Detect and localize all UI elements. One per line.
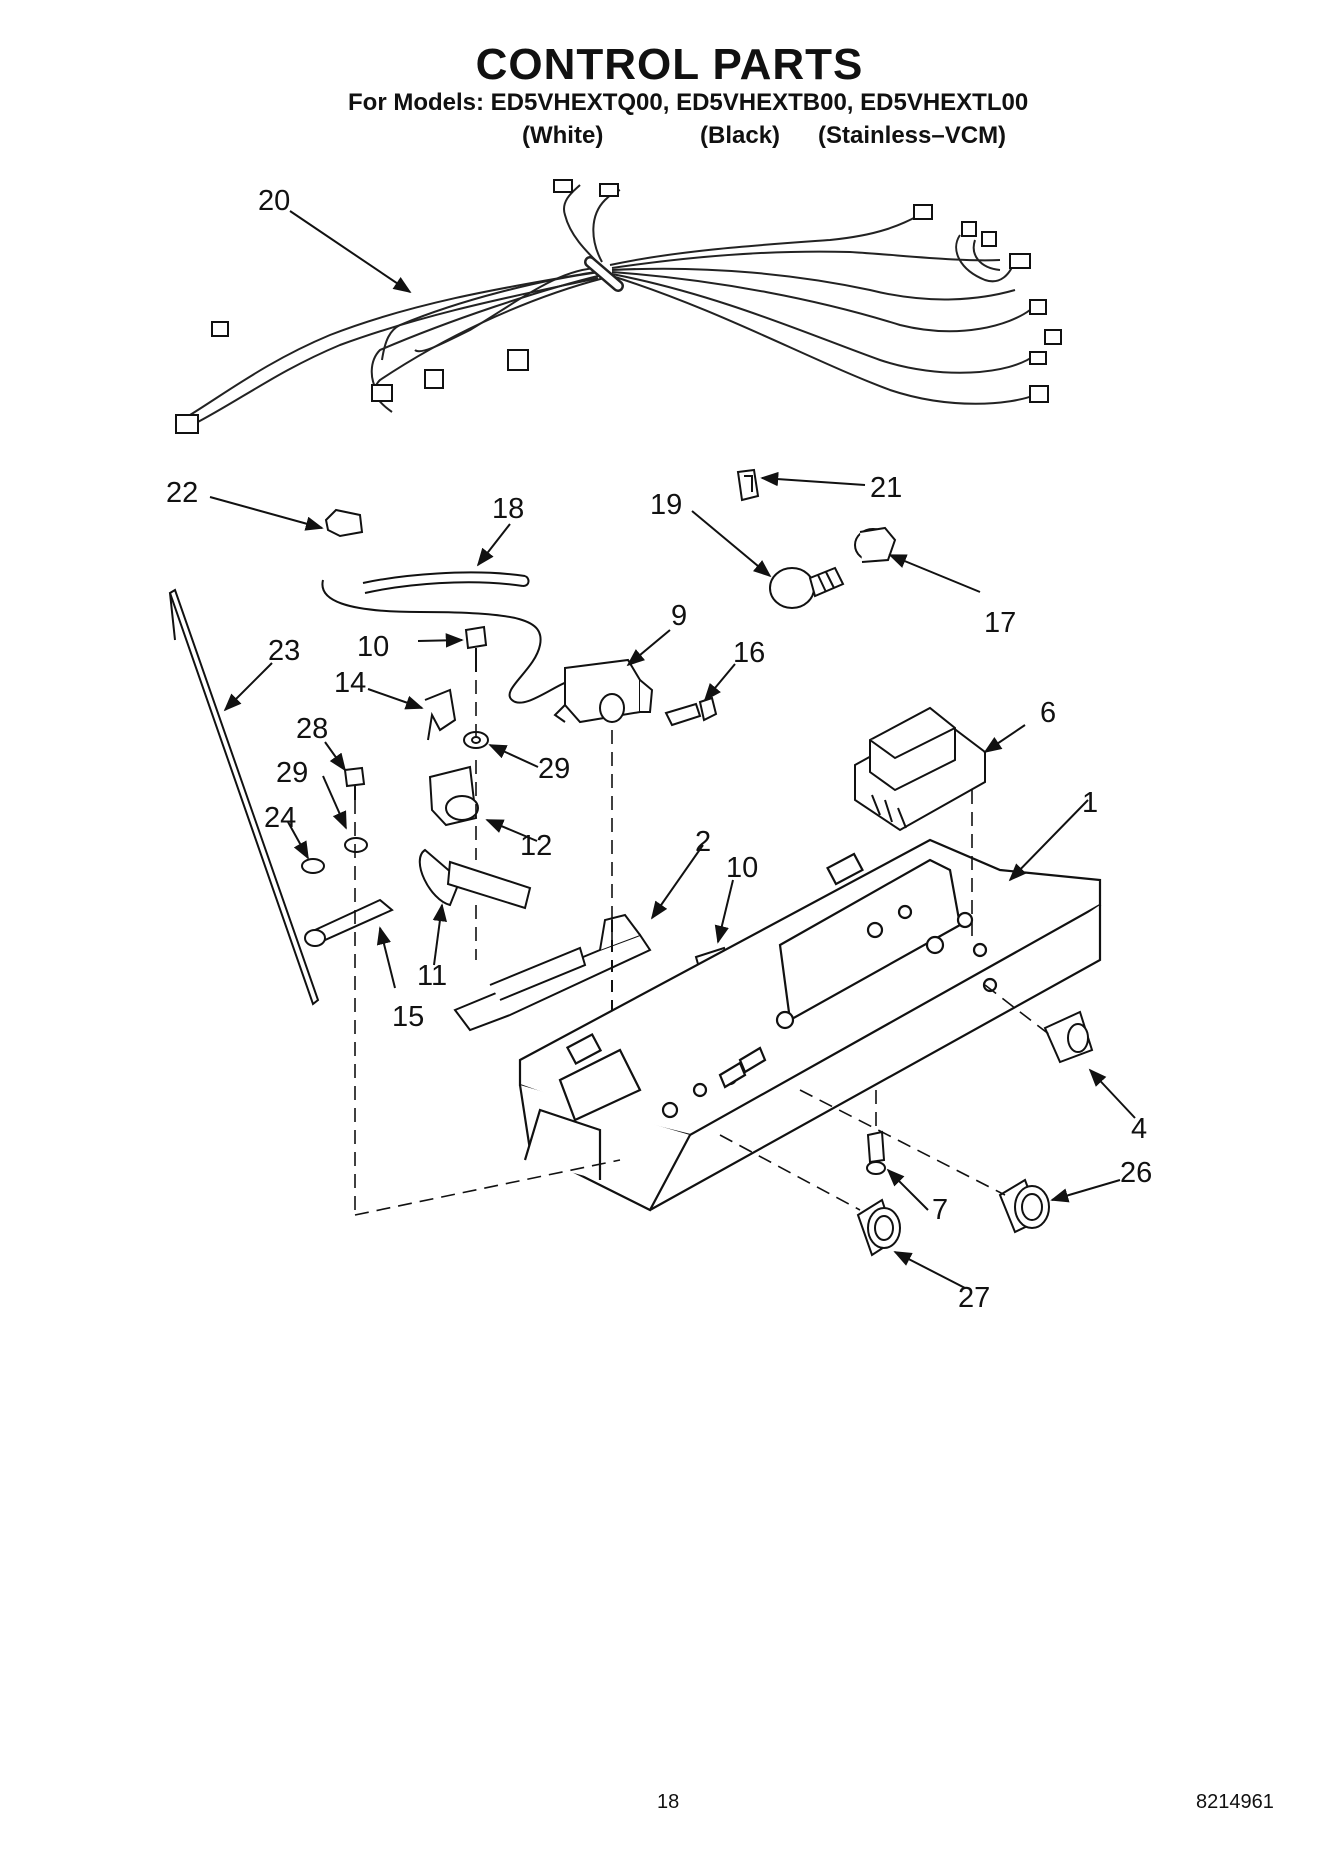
- callout-17: 17: [984, 607, 1016, 639]
- callout-26: 26: [1120, 1157, 1152, 1189]
- callout-27: 27: [958, 1282, 990, 1314]
- callout-19: 19: [650, 489, 682, 521]
- part-4-switch: [1043, 1010, 1094, 1064]
- callout-29-right: 29: [538, 753, 570, 785]
- part-19-bulb: [769, 566, 845, 609]
- part-10-screw-a: [464, 625, 488, 672]
- part-12-bracket: [428, 765, 479, 827]
- part-21-clip: [736, 468, 760, 502]
- part-18-tube: [362, 571, 530, 594]
- callout-11: 11: [417, 960, 447, 992]
- page-number: 18: [657, 1791, 680, 1813]
- part-22-clip: [324, 508, 364, 538]
- callout-10-lower: 10: [726, 852, 758, 884]
- part-28-screw: [343, 766, 366, 800]
- part-14-clip: [424, 688, 457, 741]
- document-number: 8214961: [1196, 1791, 1274, 1813]
- part-26-button: [998, 1178, 1050, 1234]
- callout-15: 15: [392, 1001, 424, 1033]
- callout-12: 12: [520, 830, 552, 862]
- callout-29-left: 29: [276, 757, 308, 789]
- part-11-knob-shaft: [418, 848, 532, 910]
- callout-14: 14: [334, 667, 366, 699]
- wire-harness: [189, 184, 1036, 424]
- harness-connectors: [175, 179, 1062, 434]
- part-7-screw: [866, 1130, 886, 1175]
- callout-6: 6: [1040, 697, 1056, 729]
- page-title: CONTROL PARTS: [475, 40, 864, 89]
- callout-9: 9: [671, 600, 687, 632]
- callout-28: 28: [296, 713, 328, 745]
- part-1-housing: [518, 838, 1102, 1212]
- variant-black: (Black): [700, 122, 781, 149]
- assembly-lines: [354, 680, 1051, 1216]
- models-line: For Models: ED5VHEXTQ00, ED5VHEXTB00, ED…: [348, 89, 1029, 116]
- part-23-rod: [168, 588, 320, 1006]
- callout-16: 16: [733, 637, 765, 669]
- variant-white: (White): [522, 122, 604, 149]
- part-27-button: [856, 1198, 901, 1257]
- part-2-bracket: [453, 913, 652, 1035]
- callout-22: 22: [166, 477, 198, 509]
- callout-18: 18: [492, 493, 524, 525]
- leader-arrows: [209, 210, 1136, 1289]
- part-15-lever: [304, 898, 394, 947]
- part-29-washer-b: [344, 837, 368, 853]
- callout-10-upper: 10: [357, 631, 389, 663]
- callout-7: 7: [932, 1194, 948, 1226]
- callout-1: 1: [1082, 787, 1098, 819]
- variant-stainless: (Stainless–VCM): [818, 122, 1007, 149]
- part-17-socket: [854, 526, 897, 563]
- part-6-transformer: [854, 706, 986, 832]
- callout-2: 2: [695, 826, 711, 858]
- callout-4: 4: [1131, 1113, 1147, 1145]
- part-16-screw: [664, 696, 718, 727]
- callout-23: 23: [268, 635, 300, 667]
- callout-24: 24: [264, 802, 296, 834]
- part-24-washer: [301, 858, 325, 874]
- callout-20: 20: [258, 185, 290, 217]
- callout-21: 21: [870, 472, 902, 504]
- callout-labels: 20 22 18 21 19 17 23 10 9 16 14 6 28 29 …: [166, 185, 1152, 1314]
